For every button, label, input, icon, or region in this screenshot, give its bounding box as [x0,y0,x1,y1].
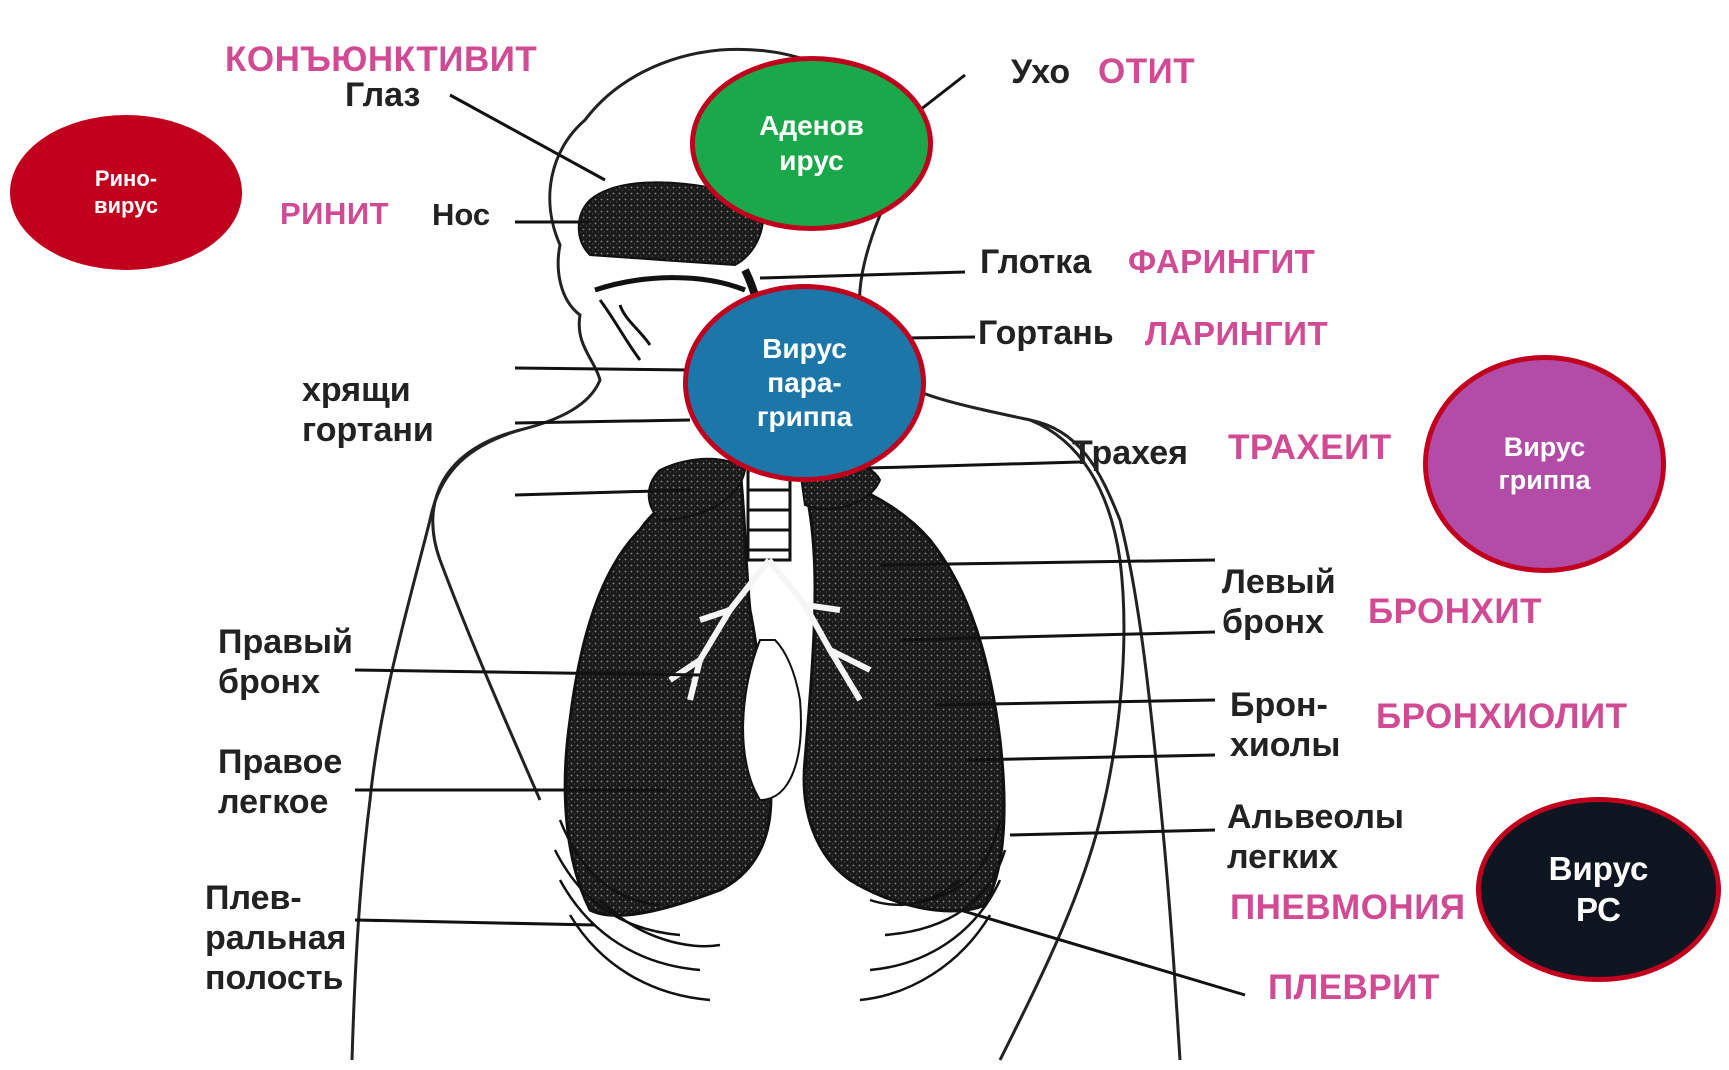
mouth-cavity [595,278,745,290]
label-larynx: Гортань [978,313,1114,353]
label-ear: Ухо [1011,52,1070,92]
rs-virus-label: Вирус РС [1549,849,1649,930]
disease-laryngitis: ЛАРИНГИТ [1145,315,1328,353]
oval-adenovirus: Аденов ирус [690,56,933,231]
right-lung-shape [565,470,771,915]
label-bronchioles: Брон- хиолы [1230,685,1340,765]
oval-parainfluenza: Вирус пара- гриппа [683,284,926,482]
disease-bronchitis: БРОНХИТ [1368,592,1542,632]
label-pleural-cavity: Плев- ральная полость [205,878,346,998]
label-alveoli: Альвеолы легких [1227,797,1404,877]
influenza-label: Вирус гриппа [1499,431,1591,497]
oval-influenza: Вирус гриппа [1423,355,1666,573]
disease-otitis: ОТИТ [1098,52,1195,92]
parainfluenza-label: Вирус пара- гриппа [757,332,852,434]
disease-conjunctivitis: КОНЪЮНКТИВИТ [225,40,537,80]
label-eye: Глаз [345,75,420,115]
oral-structures [600,300,650,360]
left-lung-shape [800,470,1004,911]
label-pharynx: Глотка [980,242,1091,282]
disease-pneumonia: ПНЕВМОНИЯ [1230,888,1466,928]
oval-rs-virus: Вирус РС [1476,797,1721,982]
label-left-bronchus: Левый бронх [1222,562,1336,642]
label-trachea: Трахея [1072,433,1188,473]
label-right-bronchus: Правый бронх [218,622,353,702]
label-nose: Нос [432,197,490,234]
oval-rhinovirus: Рино- вирус [10,115,242,270]
adenovirus-label: Аденов ирус [759,109,864,177]
disease-pharyngitis: ФАРИНГИТ [1128,243,1315,281]
disease-rhinitis: РИНИТ [280,196,389,232]
disease-tracheitis: ТРАХЕИТ [1228,428,1392,468]
disease-pleuritis: ПЛЕВРИТ [1268,968,1440,1008]
disease-bronchiolitis: БРОНХИОЛИТ [1376,697,1628,737]
left-arm-outline [352,430,520,1060]
rhinovirus-label: Рино- вирус [94,166,158,220]
label-laryngeal-cartilage: хрящи гортани [302,370,434,450]
right-arm-outline [1030,420,1180,1060]
mediastinum [743,640,801,800]
label-right-lung: Правое легкое [218,742,342,822]
